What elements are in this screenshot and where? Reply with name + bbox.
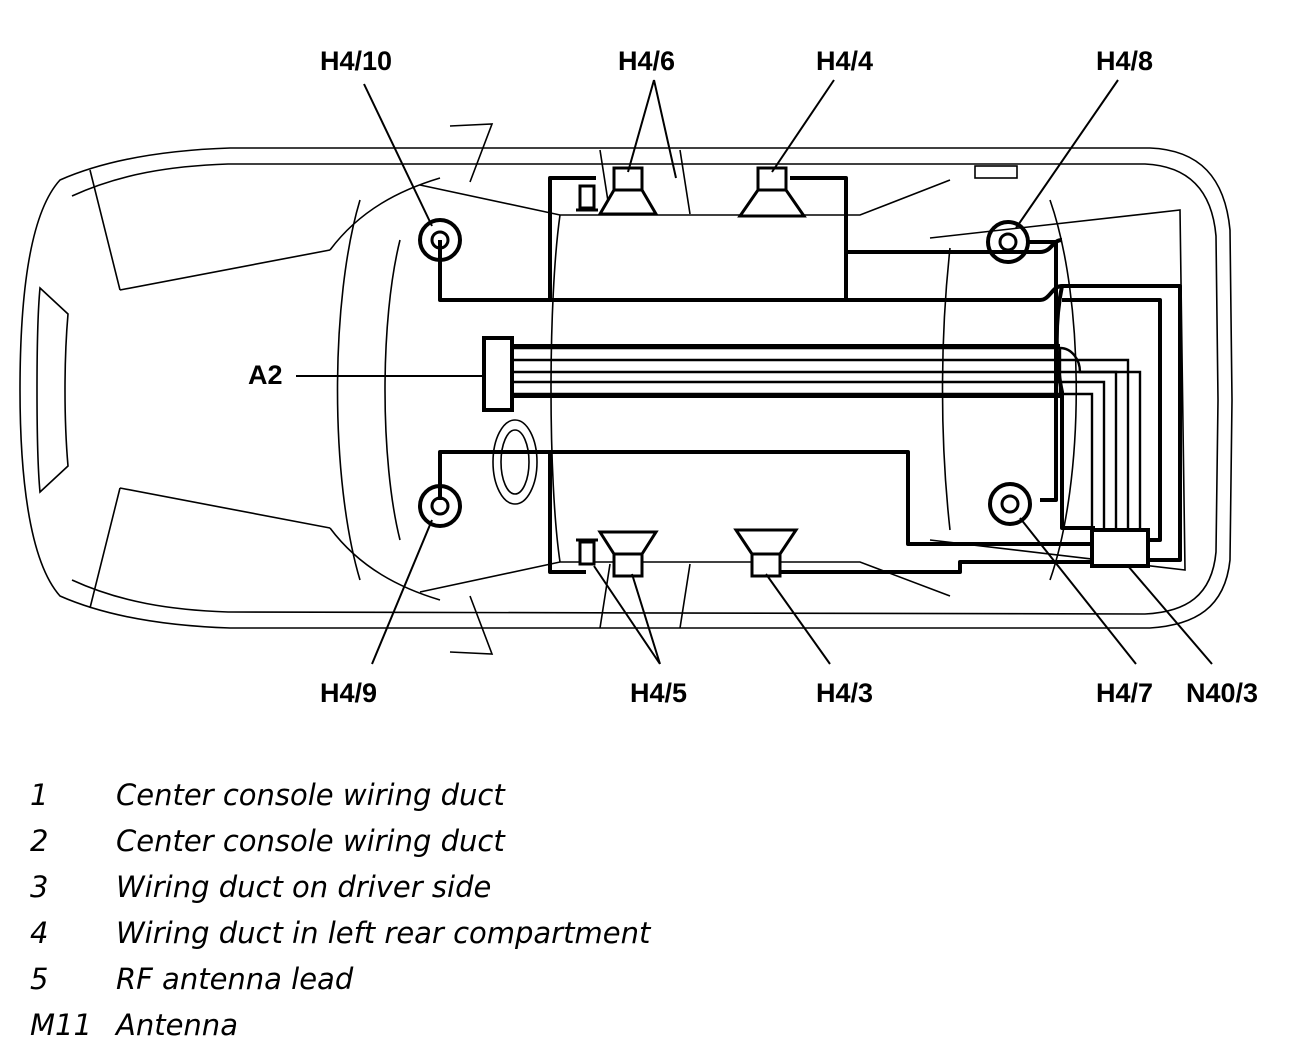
callout-h4-6: H4/6 xyxy=(618,46,676,76)
legend-item: 2 Center console wiring duct xyxy=(30,818,930,864)
speaker-h4-7 xyxy=(988,482,1032,526)
legend-key: 4 xyxy=(30,916,49,950)
legend-item: M11 Antenna xyxy=(30,1002,930,1048)
callout-h4-9: H4/9 xyxy=(320,678,378,708)
legend-text: Antenna xyxy=(116,1008,238,1042)
callout-h4-3: H4/3 xyxy=(816,678,874,708)
car-wiring-diagram xyxy=(19,79,1233,665)
car-body-outline xyxy=(19,123,1233,655)
a2-cable-bundle-outline xyxy=(512,344,1060,398)
speaker-h4-4 xyxy=(737,166,807,218)
legend-text: Center console wiring duct xyxy=(116,778,505,812)
callout-n40-3: N40/3 xyxy=(1186,678,1259,708)
callout-h4-7: H4/7 xyxy=(1096,678,1154,708)
speaker-h4-5 xyxy=(597,530,659,578)
n40-3-amplifier xyxy=(1090,528,1150,568)
callout-h4-10: H4/10 xyxy=(320,46,393,76)
callout-h4-4: H4/4 xyxy=(816,46,874,76)
legend-item: 3 Wiring duct on driver side xyxy=(30,864,930,910)
a2-radio-unit xyxy=(482,336,514,412)
speaker-h4-10 xyxy=(418,218,462,262)
callout-h4-8: H4/8 xyxy=(1096,46,1154,76)
legend-text: RF antenna lead xyxy=(116,962,354,996)
legend-item: 4 Wiring duct in left rear compartment xyxy=(30,910,930,956)
legend-key: 2 xyxy=(30,824,49,858)
legend-key: M11 xyxy=(30,1008,92,1042)
legend-key: 1 xyxy=(30,778,49,812)
speaker-h4-9 xyxy=(418,484,462,528)
legend-text: Wiring duct on driver side xyxy=(116,870,492,904)
tweeter-h4-5 xyxy=(576,538,598,566)
legend-item: 1 Center console wiring duct xyxy=(30,772,930,818)
legend-text: Center console wiring duct xyxy=(116,824,505,858)
tweeter-h4-6 xyxy=(576,184,598,212)
speaker-h4-6 xyxy=(597,166,659,216)
callout-h4-5: H4/5 xyxy=(630,678,688,708)
legend-key: 5 xyxy=(30,962,49,996)
callout-a2: A2 xyxy=(248,360,283,390)
legend-text: Wiring duct in left rear compartment xyxy=(116,916,651,950)
speaker-h4-8 xyxy=(986,220,1030,264)
a2-cable-bundle xyxy=(510,346,1142,528)
leader-lines xyxy=(296,79,1213,665)
speaker-h4-3 xyxy=(733,528,799,578)
legend-item: 5 RF antenna lead xyxy=(30,956,930,1002)
legend: 1 Center console wiring duct 2 Center co… xyxy=(30,772,930,1048)
legend-key: 3 xyxy=(30,870,49,904)
